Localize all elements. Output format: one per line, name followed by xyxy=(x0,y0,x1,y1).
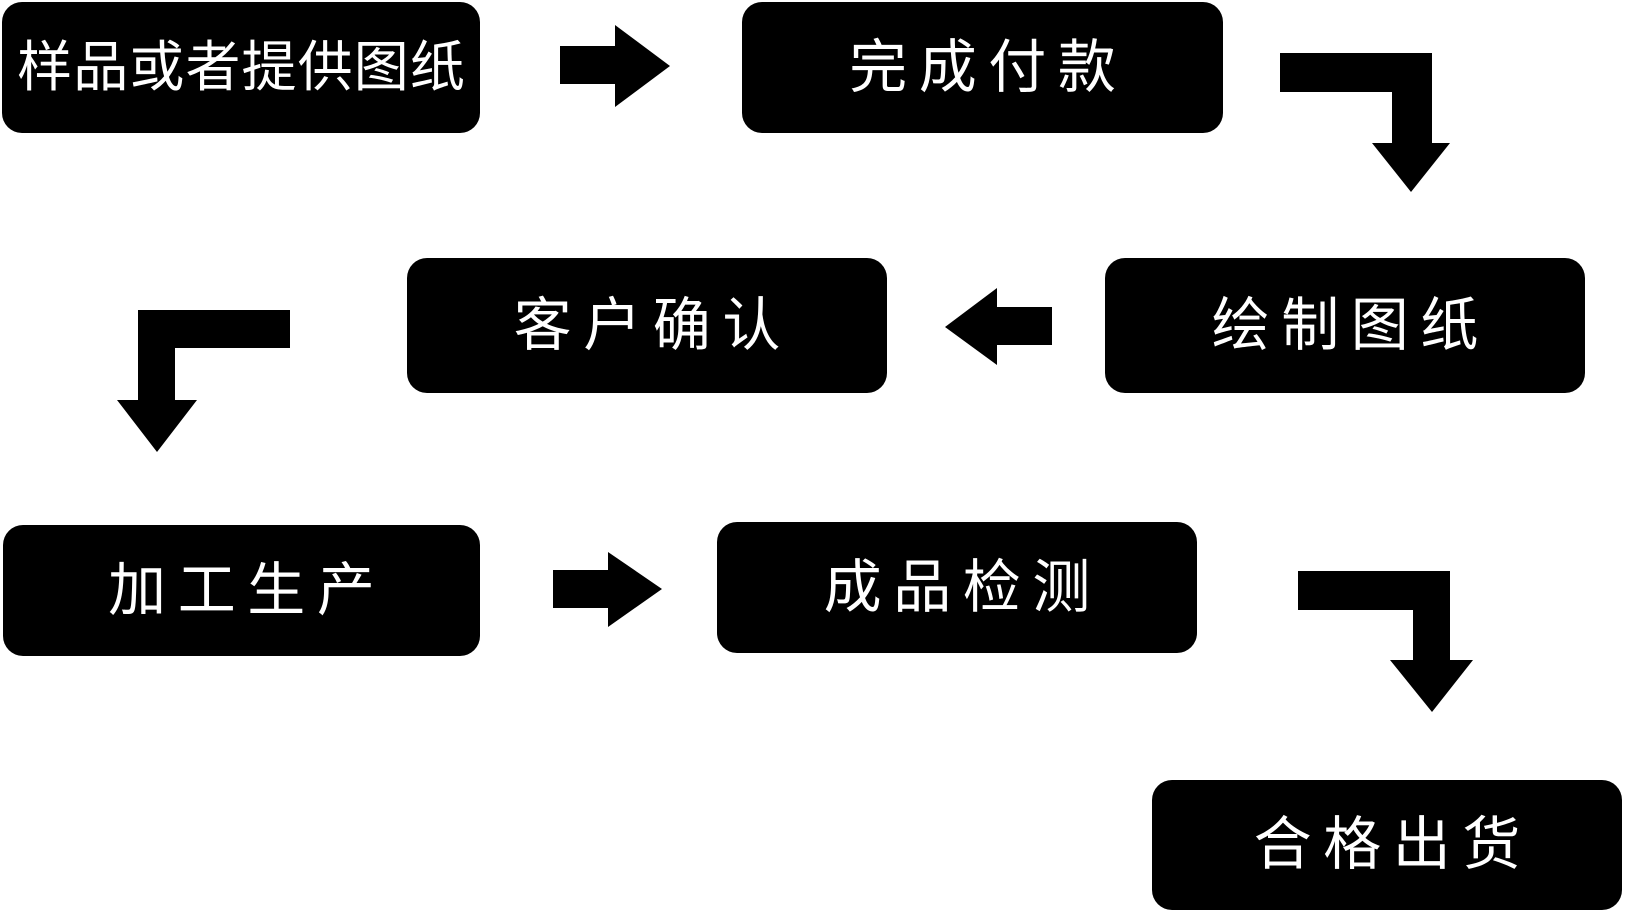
flow-node-label: 加工生产 xyxy=(108,557,387,623)
flow-node-qualified-shipment: 合格出货 xyxy=(1152,780,1622,910)
flow-node-label: 完成付款 xyxy=(849,34,1128,100)
flow-node-label: 绘制图纸 xyxy=(1211,292,1490,358)
flow-node-customer-confirmation: 客户确认 xyxy=(407,258,887,393)
arrow-bend-down-confirm-to-produce-icon xyxy=(117,310,290,452)
flow-node-label: 合格出货 xyxy=(1253,812,1532,877)
arrow-right-produce-to-inspect-icon xyxy=(553,552,662,627)
flow-node-complete-payment: 完成付款 xyxy=(742,2,1223,133)
flow-node-processing-production: 加工生产 xyxy=(3,525,480,656)
flow-node-draw-drawings: 绘制图纸 xyxy=(1105,258,1585,393)
arrow-right-sample-to-payment-icon xyxy=(560,25,670,107)
arrow-left-draw-to-confirm-icon xyxy=(945,288,1052,365)
flow-node-finished-product-inspection: 成品检测 xyxy=(717,522,1197,653)
arrow-bend-down-payment-to-draw-icon xyxy=(1280,53,1450,192)
flow-node-label: 样品或者提供图纸 xyxy=(17,36,466,98)
flow-node-sample-or-provide-drawing: 样品或者提供图纸 xyxy=(2,2,480,133)
arrow-bend-down-inspect-to-ship-icon xyxy=(1298,571,1473,712)
flow-node-label: 客户确认 xyxy=(513,292,792,358)
flow-node-label: 成品检测 xyxy=(823,554,1102,620)
